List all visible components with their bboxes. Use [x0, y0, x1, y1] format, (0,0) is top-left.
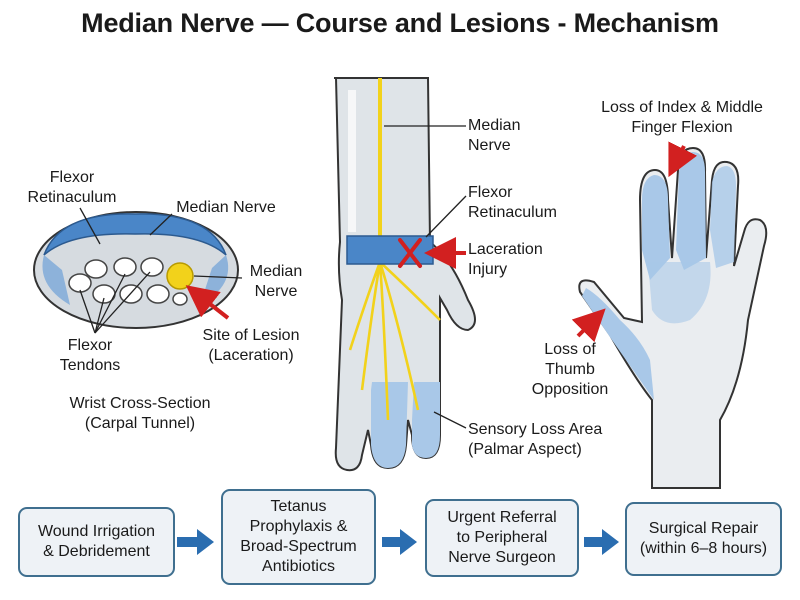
step-wound-irrigation: Wound Irrigation & Debridement [18, 507, 175, 577]
sensory-loss-index [412, 382, 440, 458]
flow-arrow [382, 529, 417, 555]
label-site-of-lesion: Site of Lesion (Laceration) [202, 327, 300, 364]
label-laceration-injury: Laceration Injury [468, 241, 543, 278]
label-cross-section-caption: Wrist Cross-Section (Carpal Tunnel) [69, 395, 211, 432]
forearm-hand-illustration [334, 77, 476, 472]
label-loss-thumb-opposition: Loss of Thumb Opposition [531, 341, 609, 398]
flow-arrow [584, 529, 619, 555]
label-forearm-median-nerve: Median Nerve [468, 117, 521, 154]
laceration-x-mark [398, 238, 422, 268]
label-flexor-retinaculum: Flexor Retinaculum [27, 169, 117, 206]
retinaculum-left-edge [42, 255, 70, 305]
step-urgent-referral: Urgent Referral to Peripheral Nerve Surg… [425, 499, 579, 577]
flexor-tendon [84, 259, 108, 279]
flow-arrows [177, 529, 619, 555]
median-nerve-cross-section [166, 262, 194, 290]
index-finger-loss [642, 175, 670, 280]
label-flexor-tendons: Flexor Tendons [59, 337, 121, 374]
flexor-tendon [146, 284, 170, 304]
label-median-nerve-top: Median Nerve [176, 199, 276, 216]
palm-loss [648, 262, 711, 324]
flexor-tendon [113, 257, 137, 277]
flow-arrow [177, 529, 214, 555]
label-sensory-loss-area: Sensory Loss Area (Palmar Aspect) [468, 421, 603, 458]
step-surgical-repair: Surgical Repair (within 6–8 hours) [625, 502, 782, 576]
flexor-tendon [68, 273, 92, 293]
wrist-cross-section [33, 207, 243, 334]
flexor-tendon [172, 292, 188, 306]
label-forearm-flexor-retinaculum: Flexor Retinaculum [468, 184, 557, 221]
step-tetanus-antibiotics: Tetanus Prophylaxis & Broad-Spectrum Ant… [221, 489, 376, 585]
flexor-tendons-group [68, 257, 188, 306]
median-nerve-branches [348, 261, 441, 421]
sensory-loss-middle [371, 382, 408, 468]
ring-finger-loss [710, 166, 736, 268]
thumb-arrow [571, 308, 606, 343]
forearm-outline [334, 77, 476, 472]
flexor-tendon [140, 257, 164, 277]
page-title: Median Nerve — Course and Lesions - Mech… [81, 8, 719, 38]
label-median-nerve-side: Median Nerve [249, 263, 303, 300]
lesion-arrow [185, 285, 230, 320]
affected-hand-illustration [571, 141, 768, 489]
middle-finger-loss [676, 152, 706, 270]
label-loss-index-middle: Loss of Index & Middle Finger Flexion [601, 99, 763, 136]
finger-flexion-arrow [668, 141, 698, 178]
